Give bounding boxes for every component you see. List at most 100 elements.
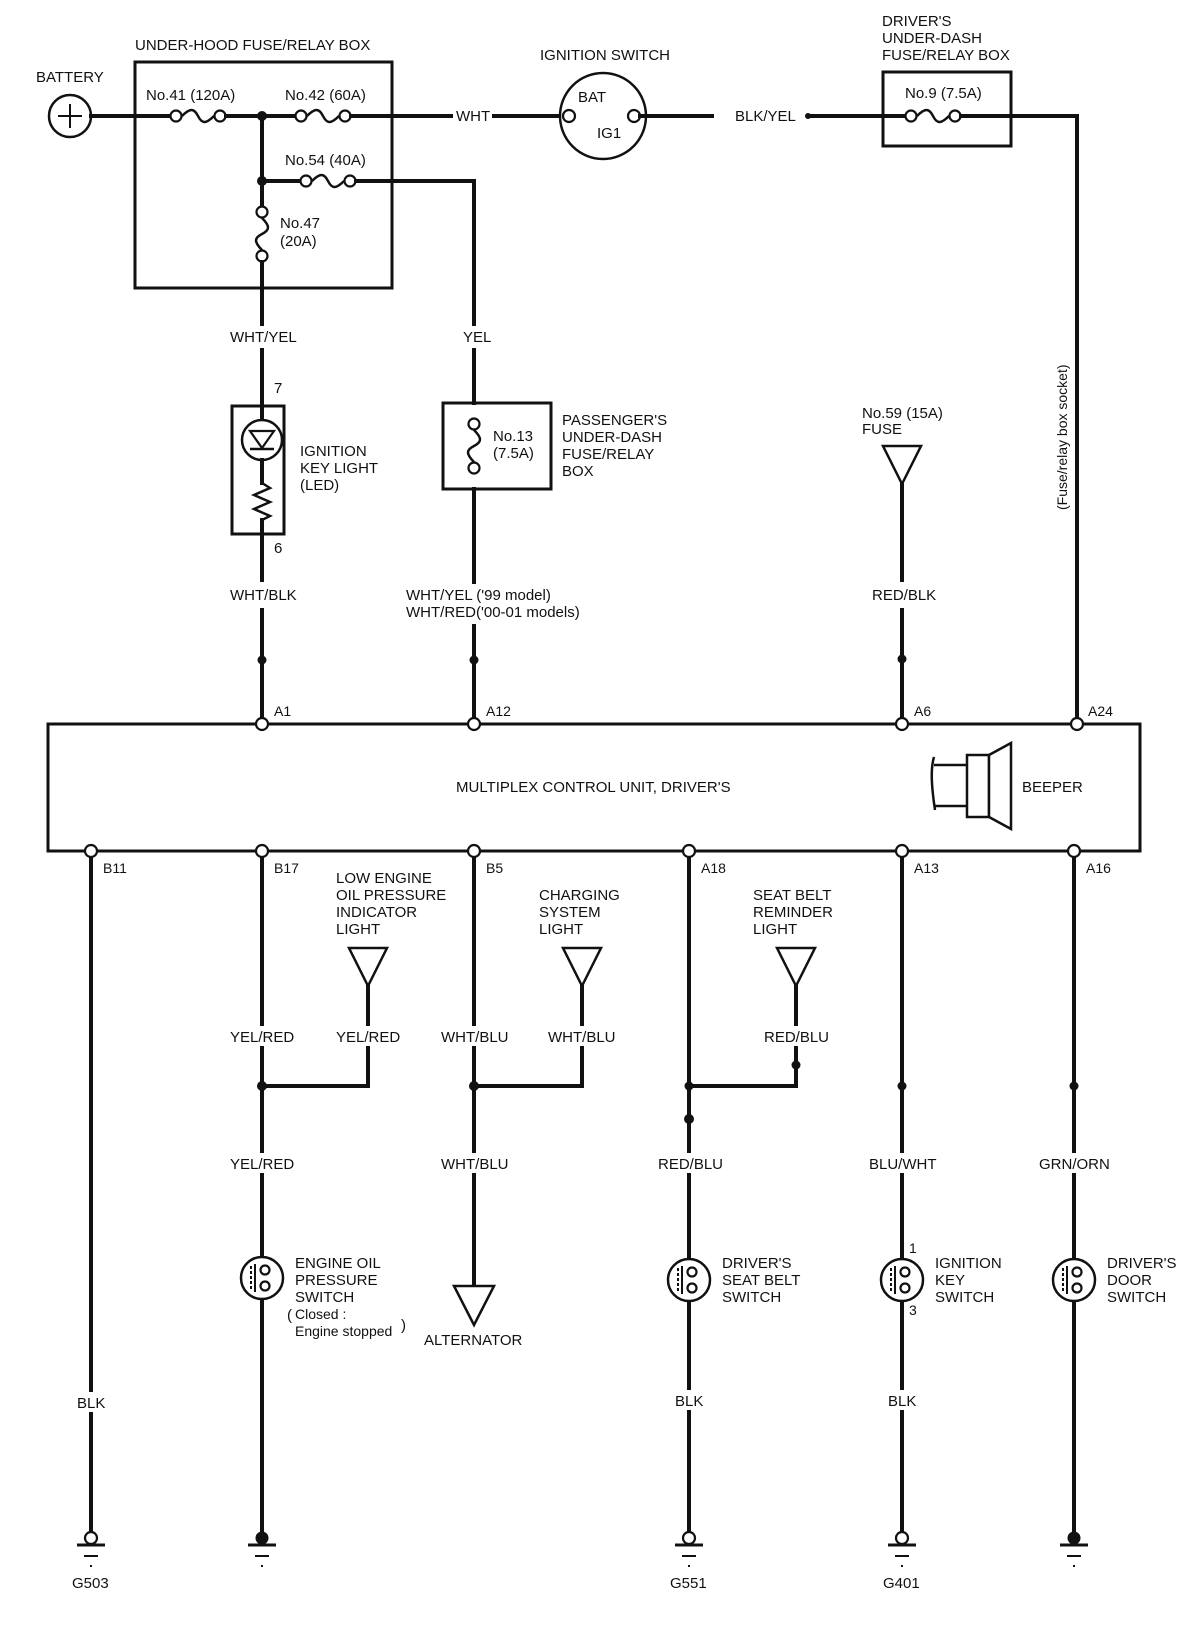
- wire-label-yel-red-2: YEL/RED: [336, 1029, 400, 1046]
- fuse-54-icon: [299, 173, 357, 189]
- door-switch-label-3: SWITCH: [1107, 1289, 1166, 1306]
- fuse-47-label: No.47: [280, 215, 320, 232]
- alternator-label: ALTERNATOR: [424, 1332, 523, 1349]
- ground-g503-icon: [75, 1530, 107, 1568]
- key-light-pin-7: 7: [274, 380, 282, 397]
- ground-g551-label: G551: [670, 1575, 707, 1592]
- fuse-41-icon: [169, 108, 227, 124]
- pin-label-a6: A6: [914, 703, 931, 719]
- pin-label-a16: A16: [1086, 860, 1111, 876]
- oil-switch-paren-close: ): [401, 1317, 406, 1334]
- pin-a12: [466, 716, 482, 732]
- oil-light-label-4: LIGHT: [336, 921, 380, 938]
- ignition-bat-label: BAT: [578, 89, 606, 106]
- oil-light-label-2: OIL PRESSURE: [336, 887, 446, 904]
- seatbelt-light-label-2: REMINDER: [753, 904, 833, 921]
- ground-oil-switch-icon: [246, 1530, 278, 1568]
- charging-light-label-3: LIGHT: [539, 921, 583, 938]
- fuse-59-connector-icon: [881, 444, 923, 486]
- pin-a6: [894, 716, 910, 732]
- wire-label-wht-red-00: WHT/RED('00-01 models): [406, 604, 580, 621]
- wire-label-blu-wht: BLU/WHT: [869, 1156, 937, 1173]
- fuse-13-label: No.13: [493, 428, 533, 445]
- ignition-key-switch-icon: [879, 1257, 925, 1303]
- pin-label-b5: B5: [486, 860, 503, 876]
- drivers-box-title-2: UNDER-DASH: [882, 30, 982, 47]
- wire-label-red-blu-1: RED/BLU: [764, 1029, 829, 1046]
- wire-label-wht-blu-1: WHT/BLU: [441, 1029, 509, 1046]
- battery-icon: [47, 93, 93, 139]
- pin-a24: [1069, 716, 1085, 732]
- drivers-fuse-box: [881, 70, 1013, 148]
- key-switch-label-1: IGNITION: [935, 1255, 1002, 1272]
- pin-label-a12: A12: [486, 703, 511, 719]
- pin-a16: [1066, 843, 1082, 859]
- seatbelt-switch-label-2: SEAT BELT: [722, 1272, 800, 1289]
- fuse-59-label: No.59 (15A): [862, 405, 943, 422]
- wire-label-wht-blk: WHT/BLK: [230, 587, 297, 604]
- charging-light-icon: [561, 946, 603, 988]
- oil-light-label-1: LOW ENGINE: [336, 870, 432, 887]
- pin-b5: [466, 843, 482, 859]
- pin-label-a18: A18: [701, 860, 726, 876]
- ignition-switch-icon: [558, 71, 648, 161]
- wire-label-red-blk: RED/BLK: [872, 587, 936, 604]
- oil-switch-label-5: Engine stopped: [295, 1323, 392, 1339]
- door-switch-label-2: DOOR: [1107, 1272, 1152, 1289]
- wire-label-blk-b11: BLK: [77, 1395, 105, 1412]
- key-switch-pin-1: 1: [909, 1240, 917, 1256]
- resistor-icon: [250, 481, 274, 522]
- pin-a18: [681, 843, 697, 859]
- pin-b17: [254, 843, 270, 859]
- beeper-label: BEEPER: [1022, 779, 1083, 796]
- ignition-key-light: [230, 404, 286, 536]
- pin-label-b17: B17: [274, 860, 299, 876]
- pin-a13: [894, 843, 910, 859]
- key-switch-label-3: SWITCH: [935, 1289, 994, 1306]
- multiplex-control-unit: [46, 722, 1142, 853]
- wire-label-yel-red-1: YEL/RED: [230, 1029, 294, 1046]
- ground-g503-label: G503: [72, 1575, 109, 1592]
- wire-label-red-blu-2: RED/BLU: [658, 1156, 723, 1173]
- ignition-switch-title: IGNITION SWITCH: [540, 47, 670, 64]
- key-switch-pin-3: 3: [909, 1302, 917, 1318]
- drivers-box-title-3: FUSE/RELAY BOX: [882, 47, 1010, 64]
- key-switch-label-2: KEY: [935, 1272, 965, 1289]
- seatbelt-light-icon: [775, 946, 817, 988]
- passenger-box-label-3: FUSE/RELAY: [562, 446, 654, 463]
- fuse-59-sub: FUSE: [862, 421, 902, 438]
- wire-label-wht-yel: WHT/YEL: [230, 329, 297, 346]
- oil-switch-label-3: SWITCH: [295, 1289, 354, 1306]
- fuse-54-label: No.54 (40A): [285, 152, 366, 169]
- wire-label-blk-g401: BLK: [888, 1393, 916, 1410]
- charging-light-label-2: SYSTEM: [539, 904, 601, 921]
- oil-pressure-switch-icon: [239, 1255, 285, 1301]
- wire-label-yel-red-3: YEL/RED: [230, 1156, 294, 1173]
- socket-note: (Fuse/relay box socket): [1054, 365, 1070, 511]
- pin-label-a13: A13: [914, 860, 939, 876]
- ground-g401-label: G401: [883, 1575, 920, 1592]
- seatbelt-light-label-3: LIGHT: [753, 921, 797, 938]
- oil-switch-paren-open: (: [287, 1307, 292, 1324]
- door-switch-icon: [1051, 1257, 1097, 1303]
- led-icon: [240, 404, 284, 485]
- passenger-box-label-2: UNDER-DASH: [562, 429, 662, 446]
- pin-b11: [83, 843, 99, 859]
- seatbelt-light-label-1: SEAT BELT: [753, 887, 831, 904]
- ground-g551-icon: [673, 1530, 705, 1568]
- fuse-47-icon: [254, 205, 270, 263]
- pin-label-a24: A24: [1088, 703, 1113, 719]
- fuse-41-label: No.41 (120A): [146, 87, 235, 104]
- seat-belt-switch-icon: [666, 1257, 712, 1303]
- battery-label: BATTERY: [36, 69, 104, 86]
- fuse-9-label: No.9 (7.5A): [905, 85, 982, 102]
- oil-switch-label-2: PRESSURE: [295, 1272, 378, 1289]
- alternator-icon: [451, 1284, 497, 1328]
- pin-a1: [254, 716, 270, 732]
- wire-label-grn-orn: GRN/ORN: [1039, 1156, 1110, 1173]
- passenger-box-label-1: PASSENGER'S: [562, 412, 667, 429]
- oil-switch-label-4: Closed :: [295, 1306, 346, 1322]
- pin-label-a1: A1: [274, 703, 291, 719]
- pin-label-b11: B11: [103, 860, 127, 876]
